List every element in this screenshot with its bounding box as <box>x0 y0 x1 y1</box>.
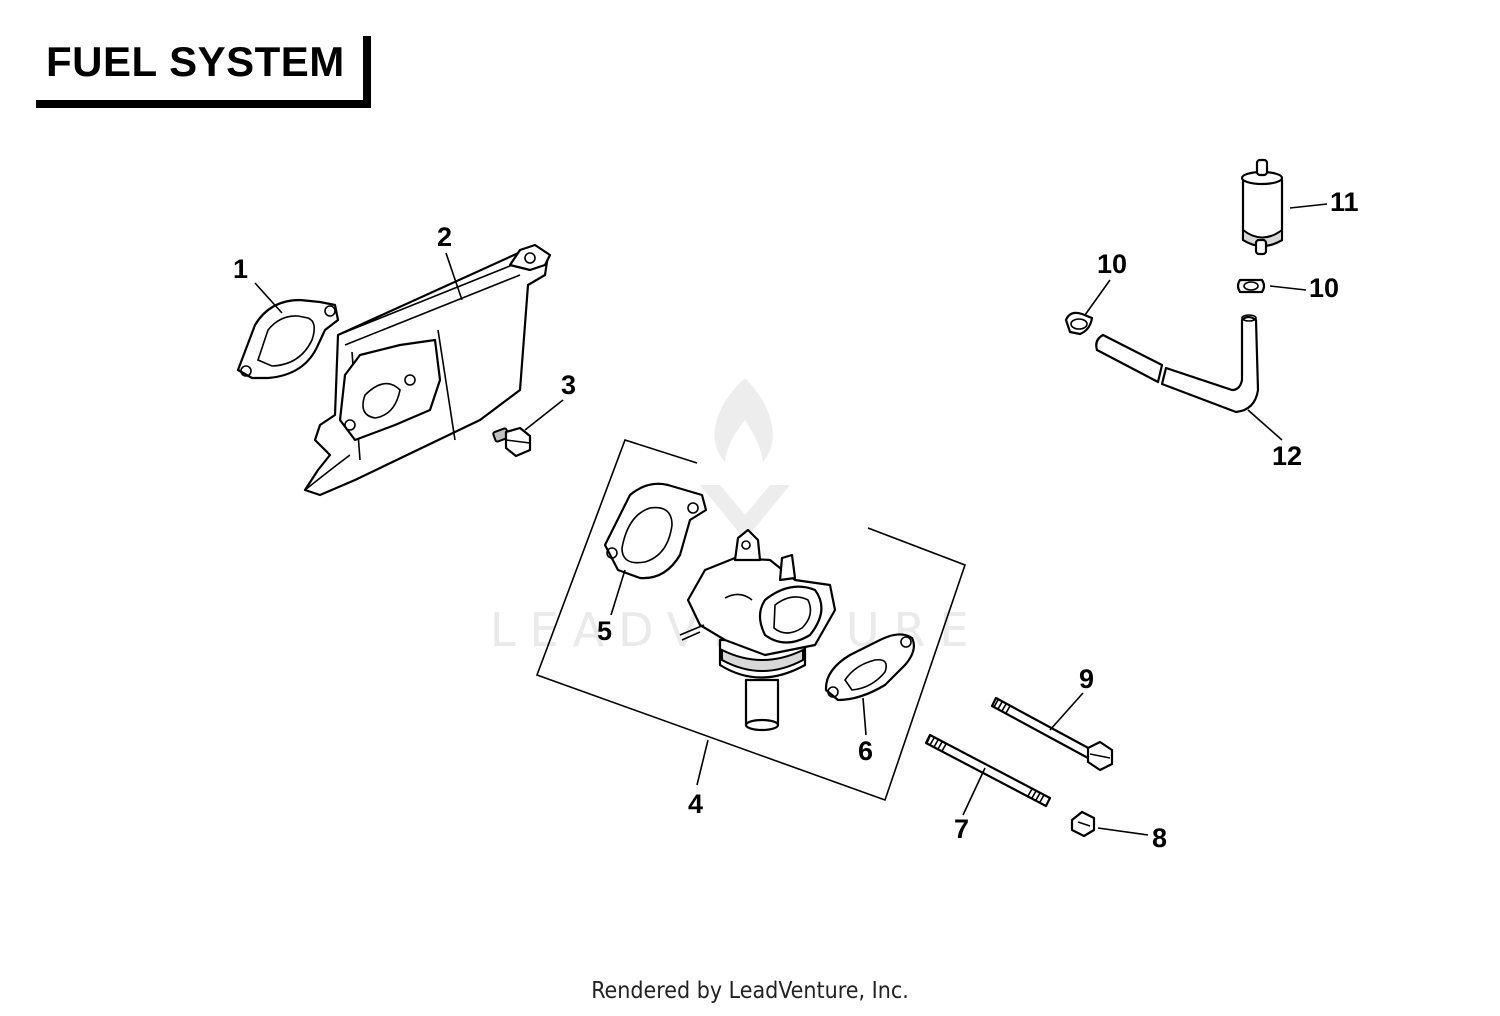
hose-clamp-part-10-right <box>1236 278 1266 294</box>
callout-4: 4 <box>688 789 703 819</box>
title-box: FUEL SYSTEM <box>36 36 371 108</box>
hose-clamp-part-10-left <box>1064 311 1094 336</box>
callout-12: 12 <box>1272 441 1302 471</box>
leader-12 <box>1247 409 1283 441</box>
leader-11 <box>1289 203 1328 209</box>
stud-part-7 <box>924 733 1052 808</box>
fuel-filter-part-11 <box>1240 158 1284 256</box>
gasket-part-6 <box>824 633 915 702</box>
leader-10-left <box>1084 279 1111 316</box>
callout-10-left: 10 <box>1097 249 1127 279</box>
nut-part-8 <box>1070 810 1096 838</box>
callout-2: 2 <box>437 222 452 252</box>
leader-2 <box>445 252 463 301</box>
page-title: FUEL SYSTEM <box>46 38 345 85</box>
screw-part-3 <box>492 426 532 458</box>
fuel-line-part-12 <box>1095 314 1260 414</box>
leader-6 <box>862 697 867 736</box>
callout-7: 7 <box>954 814 969 844</box>
callout-1: 1 <box>233 254 248 284</box>
callout-10-right: 10 <box>1309 273 1339 303</box>
callout-9: 9 <box>1079 664 1094 694</box>
leader-4 <box>696 739 709 786</box>
heat-shield-part-2 <box>303 243 552 497</box>
leader-9 <box>1049 692 1084 731</box>
leader-5 <box>610 569 626 616</box>
bolt-part-9 <box>990 696 1114 772</box>
callout-labels: 1 2 3 4 5 6 7 8 9 10 10 11 12 <box>233 187 1359 853</box>
callout-3: 3 <box>561 370 576 400</box>
leader-8 <box>1097 827 1149 836</box>
leader-3 <box>524 399 564 431</box>
leader-7 <box>962 767 986 816</box>
leader-10-right <box>1269 285 1307 291</box>
gasket-part-5 <box>603 482 708 580</box>
carburetor-part-4 <box>679 528 837 732</box>
leader-1 <box>254 282 283 314</box>
callout-5: 5 <box>597 616 612 646</box>
footer-credit: Rendered by LeadVenture, Inc. <box>591 978 909 1004</box>
gasket-part-1 <box>236 298 340 380</box>
kit-bracket-part-4 <box>535 439 967 802</box>
callout-11: 11 <box>1330 187 1359 217</box>
callout-8: 8 <box>1152 823 1167 853</box>
leader-lines <box>254 203 1328 836</box>
callout-6: 6 <box>858 736 873 766</box>
